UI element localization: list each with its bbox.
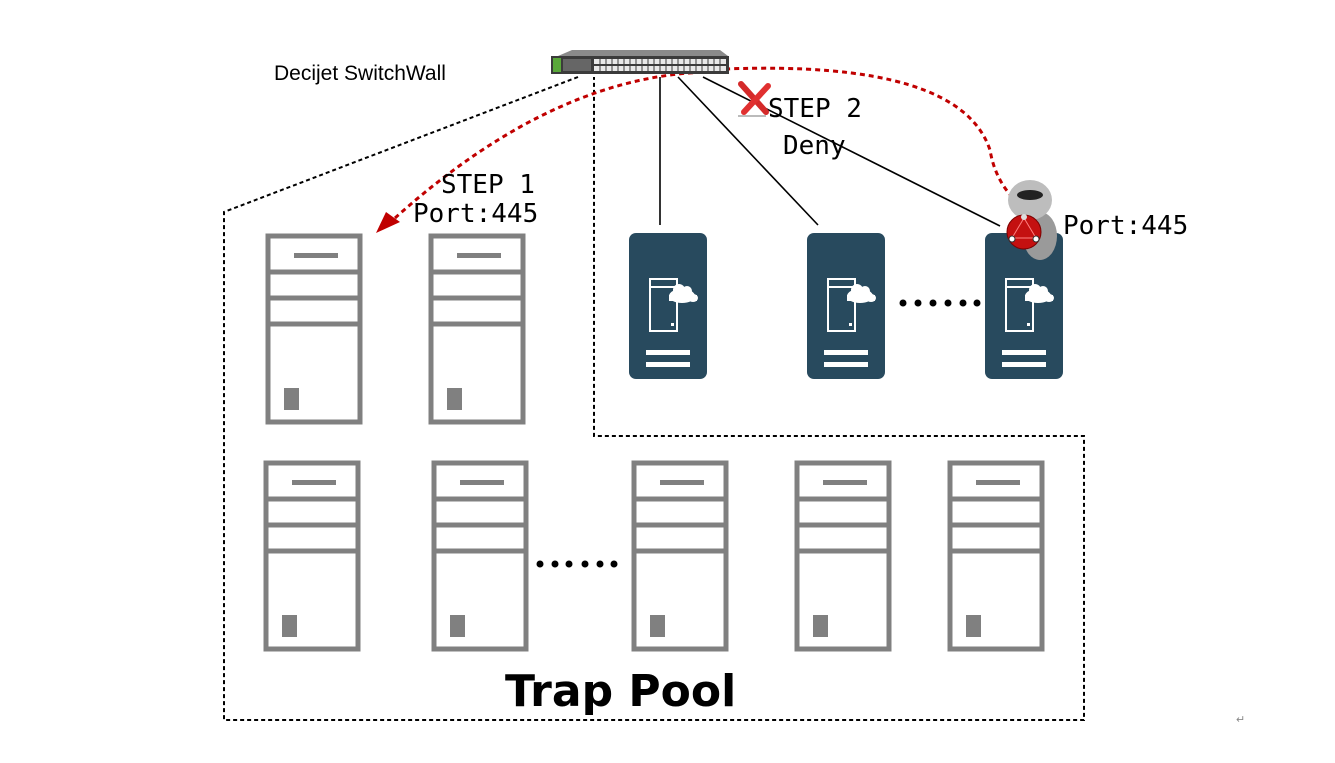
cloud-server-icon[interactable] (628, 232, 708, 380)
decoy-server-icon[interactable] (431, 236, 523, 422)
step2-title: STEP 2 (768, 94, 862, 124)
decoy-server-icon[interactable] (797, 463, 889, 649)
decoy-server-icon[interactable] (266, 463, 358, 649)
deny-x-icon (738, 81, 771, 117)
decoy-server-icon[interactable] (950, 463, 1042, 649)
paragraph-mark: ↵ (1236, 714, 1245, 726)
switch-label: Decijet SwitchWall (274, 62, 446, 85)
attack-path-step1 (393, 70, 721, 220)
network-switch-icon[interactable] (551, 50, 729, 74)
trap-pool-label: Trap Pool (505, 666, 736, 717)
trap-pool-ellipsis (536, 560, 618, 568)
attack-path-step2 (724, 66, 1017, 202)
cloud-server-icon[interactable] (984, 232, 1064, 380)
step2-action: Deny (783, 131, 846, 161)
decoy-server-icon[interactable] (268, 236, 360, 422)
decoy-server-icon[interactable] (434, 463, 526, 649)
hacker-icon (1006, 180, 1057, 260)
trap-pool-boundary (223, 76, 1085, 721)
cloud-server-icon[interactable] (806, 232, 886, 380)
step1-port: Port:445 (413, 199, 538, 229)
attack-arrowhead (376, 212, 400, 233)
attacker-port: Port:445 (1063, 211, 1188, 241)
real-servers-ellipsis (899, 299, 981, 307)
decoy-server-icon[interactable] (634, 463, 726, 649)
link-server-2 (677, 76, 819, 226)
step1-title: STEP 1 (441, 170, 535, 200)
